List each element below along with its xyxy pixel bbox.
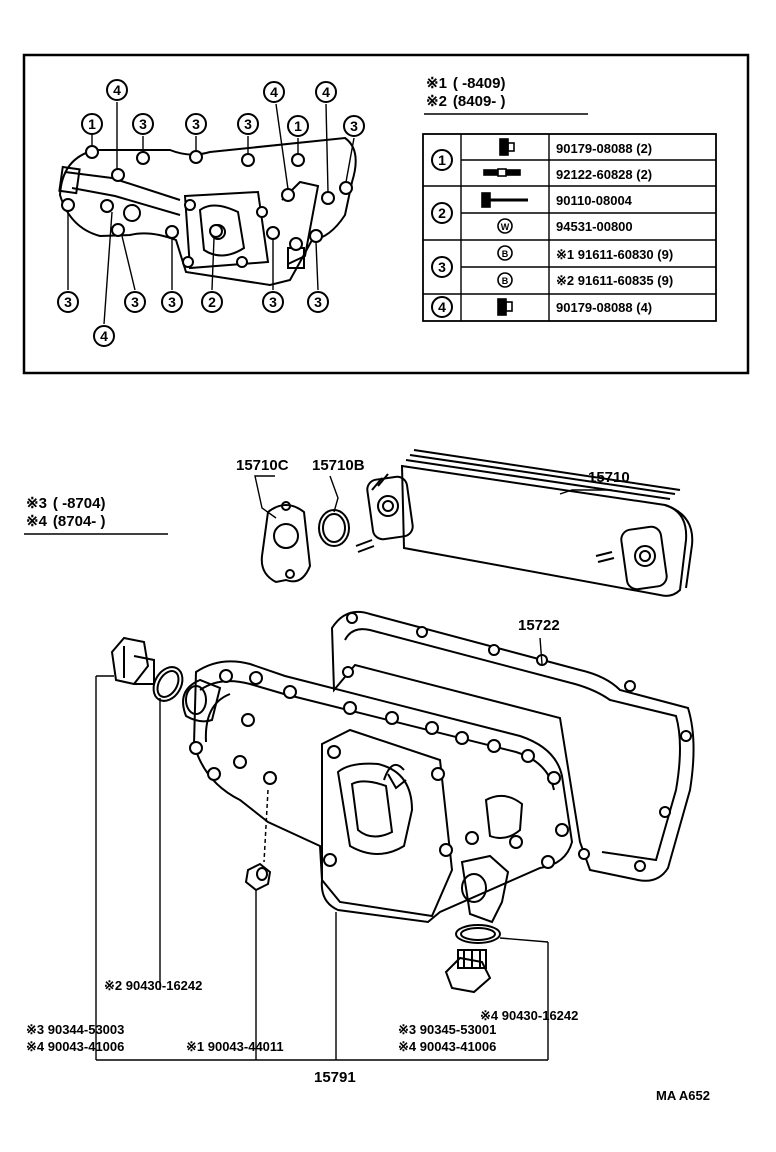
bolt-washer-icon [499, 138, 515, 156]
label-90043-41006-right: ※4 90043-41006 [398, 1039, 496, 1054]
svg-text:3: 3 [269, 294, 277, 310]
gasket-15710c [260, 501, 312, 584]
svg-text:※2(8409- ): ※2(8409- ) [426, 93, 505, 110]
label-15710b: 15710B [312, 457, 365, 474]
callout-marker: 3 [185, 113, 207, 135]
drain-plug-right [444, 949, 492, 994]
figure-code: MA A652 [656, 1088, 710, 1103]
svg-text:90110-08004: 90110-08004 [556, 193, 633, 208]
svg-text:4: 4 [322, 84, 330, 100]
label-90430-16242-right: ※4 90430-16242 [480, 1008, 578, 1023]
callout-marker: 4 [106, 79, 128, 101]
callout-marker: 4 [263, 81, 285, 103]
fastener-table-icons: W B B [481, 138, 528, 316]
callout-marker: 3 [57, 291, 79, 313]
bolt-b-icon: B [497, 272, 513, 288]
callout-marker: 3 [262, 291, 284, 313]
svg-text:※2 91611-60835 (9): ※2 91611-60835 (9) [556, 273, 673, 288]
label-90344-53003: ※3 90344-53003 [26, 1022, 124, 1037]
fastener-table [422, 133, 717, 322]
svg-text:3: 3 [244, 116, 252, 132]
svg-text:3: 3 [131, 294, 139, 310]
fastener-table-keys: 1 2 3 4 [431, 149, 453, 318]
callout-marker: 3 [132, 113, 154, 135]
svg-text:4: 4 [438, 299, 446, 315]
fastener-inset-panel: 1 4 3 3 3 1 4 4 3 3 3 3 2 3 3 4 ※1( -840… [22, 53, 750, 375]
svg-text:3: 3 [168, 294, 176, 310]
label-15710: 15710 [588, 469, 630, 486]
label-15791: 15791 [314, 1069, 356, 1086]
svg-text:B: B [502, 276, 509, 286]
callout-marker: 1 [287, 115, 309, 137]
drain-plug-left [110, 636, 155, 686]
callout-marker: 4 [315, 81, 337, 103]
callout-marker: 4 [93, 325, 115, 347]
svg-text:3: 3 [350, 118, 358, 134]
inset-leader-lines [67, 102, 355, 325]
gasket-ring-right [455, 924, 501, 944]
svg-text:90179-08088 (4): 90179-08088 (4) [556, 300, 652, 315]
svg-text:92122-60828 (2): 92122-60828 (2) [556, 167, 652, 182]
svg-text:※1 91611-60830 (9): ※1 91611-60830 (9) [556, 247, 673, 262]
svg-text:3: 3 [438, 259, 446, 275]
svg-text:3: 3 [64, 294, 72, 310]
label-90043-41006-left: ※4 90043-41006 [26, 1039, 124, 1054]
svg-text:W: W [501, 222, 510, 232]
svg-text:3: 3 [192, 116, 200, 132]
label-90043-44011: ※1 90043-44011 [186, 1039, 284, 1054]
lower-leader-lines [95, 475, 612, 1061]
svg-text:1: 1 [438, 152, 446, 168]
callout-marker: 2 [201, 291, 223, 313]
callout-marker: 3 [124, 291, 146, 313]
bolt-b-icon: B [497, 245, 513, 261]
callout-marker: 3 [161, 291, 183, 313]
svg-text:90179-08088 (2): 90179-08088 (2) [556, 141, 652, 156]
inset-applicability-notes: ※1( -8409) ※2(8409- ) [424, 75, 588, 115]
svg-text:4: 4 [270, 84, 278, 100]
inset-callouts: 1 4 3 3 3 1 4 4 3 3 3 3 2 3 3 4 [57, 79, 365, 347]
svg-text:94531-00800: 94531-00800 [556, 219, 633, 234]
oil-cooler-cover-15791 [182, 660, 574, 924]
svg-text:※1( -8409): ※1( -8409) [426, 75, 505, 92]
stud-bolt-icon [483, 168, 521, 177]
inset-bolt-points [61, 145, 353, 268]
lower-applicability-notes: ※3( -8704) ※4(8704- ) [24, 495, 168, 535]
gasket-ring-left [152, 666, 184, 702]
drain-cock [244, 789, 272, 892]
callout-marker: 1 [81, 113, 103, 135]
label-90430-16242-left: ※2 90430-16242 [104, 978, 202, 993]
label-15710c: 15710C [236, 457, 289, 474]
svg-text:※3( -8704): ※3( -8704) [26, 495, 105, 512]
bolt-washer-icon [497, 298, 513, 316]
callout-marker: 3 [343, 115, 365, 137]
label-15722: 15722 [518, 617, 560, 634]
gasket-bolt-holes [342, 612, 692, 872]
svg-text:4: 4 [113, 82, 121, 98]
part-labels: 15710C 15710B 15710 15722 ※2 90430-16242… [26, 457, 710, 1103]
svg-text:B: B [502, 249, 509, 259]
svg-text:4: 4 [100, 328, 108, 344]
svg-text:1: 1 [88, 116, 96, 132]
fastener-table-parts: 90179-08088 (2) 92122-60828 (2) 90110-08… [556, 141, 673, 315]
svg-text:3: 3 [139, 116, 147, 132]
oil-cooler-element [355, 449, 694, 597]
svg-text:2: 2 [208, 294, 216, 310]
gasket-15722 [330, 610, 695, 882]
callout-marker: 3 [307, 291, 329, 313]
bolt-icon [481, 192, 528, 208]
callout-marker: 3 [237, 113, 259, 135]
svg-text:2: 2 [438, 205, 446, 221]
svg-text:3: 3 [314, 294, 322, 310]
washer-w-icon: W [497, 218, 513, 234]
svg-text:1: 1 [294, 118, 302, 134]
label-90345-53001: ※3 90345-53001 [398, 1022, 496, 1037]
svg-text:※4(8704- ): ※4(8704- ) [26, 513, 105, 530]
